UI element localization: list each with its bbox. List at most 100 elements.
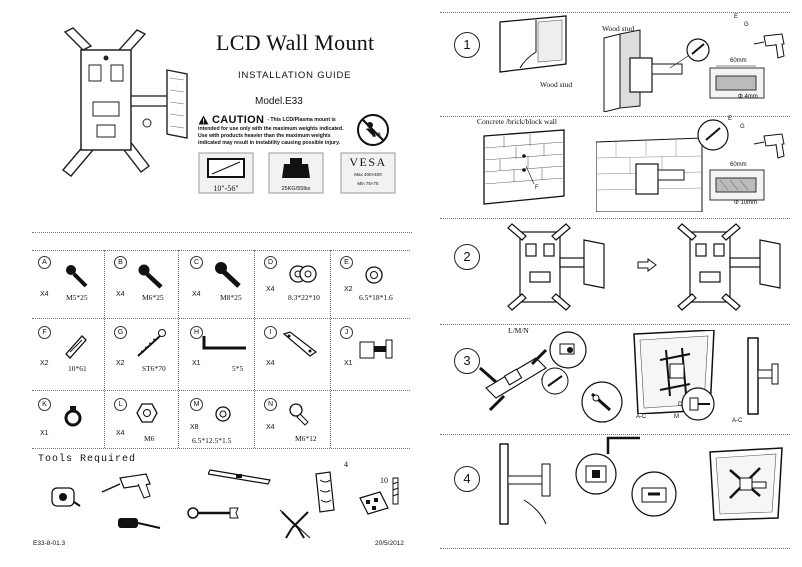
caution-heading: CAUTION bbox=[212, 114, 265, 126]
part-letter: J bbox=[340, 326, 353, 339]
tools-required-title: Tools Required bbox=[38, 454, 137, 465]
spec-screen-size: 10"-56" bbox=[196, 150, 256, 196]
mount-assembled-illustration bbox=[677, 223, 781, 311]
panel-border bbox=[440, 548, 790, 549]
panel-border bbox=[440, 12, 790, 13]
part-qty: X8 bbox=[190, 424, 199, 431]
wood-stud-label-2: Wood stud bbox=[602, 24, 635, 33]
part-letter: C bbox=[190, 256, 203, 269]
part-size: M6*12 bbox=[295, 434, 317, 443]
ring-icon bbox=[64, 406, 82, 427]
dimension-hole-diameter: Φ 4mm bbox=[738, 94, 758, 100]
part-size: ST6*70 bbox=[142, 364, 166, 373]
wall-mount-illustration bbox=[61, 27, 188, 177]
screwdriver-icon bbox=[118, 518, 161, 529]
hex-key-icon bbox=[202, 336, 246, 350]
hardware-label-g: G bbox=[740, 124, 745, 130]
part-qty: X4 bbox=[40, 291, 49, 298]
part-letter: G bbox=[114, 326, 127, 339]
part-qty: X4 bbox=[266, 360, 275, 367]
bracket-strip-icon bbox=[282, 331, 318, 357]
part-letter: M bbox=[190, 398, 203, 411]
divider-top bbox=[32, 232, 412, 233]
panel-border bbox=[440, 218, 790, 219]
part-qty: X4 bbox=[266, 286, 275, 293]
tool-label: 4 bbox=[344, 460, 348, 469]
part-qty: X1 bbox=[192, 360, 201, 367]
tv-hang-side-illustration bbox=[499, 443, 551, 525]
part-letter: E bbox=[340, 256, 353, 269]
vesa-box-bg bbox=[340, 152, 396, 194]
detail-zoom-circle bbox=[581, 381, 623, 423]
hardware-label-e: E bbox=[734, 14, 739, 20]
parts-grid-line bbox=[330, 250, 331, 448]
spec-weight: 25KG/55lbs bbox=[266, 150, 326, 196]
part-size: M6 bbox=[144, 434, 155, 443]
parts-grid-line bbox=[32, 390, 410, 391]
hardware-label-g: G bbox=[744, 22, 749, 28]
part-qty: X4 bbox=[266, 424, 275, 431]
detail-zoom-circle bbox=[631, 471, 677, 517]
panel-border bbox=[440, 116, 790, 117]
spec-vesa-max: Max 400×400 bbox=[354, 172, 382, 177]
part-letter: N bbox=[264, 398, 277, 411]
wrench-icon bbox=[187, 507, 239, 519]
drill-bit-small-icon bbox=[392, 477, 399, 505]
step-number: 2 bbox=[454, 244, 480, 270]
washer-icon bbox=[215, 406, 231, 422]
screw-icon bbox=[138, 264, 163, 289]
level-icon bbox=[208, 469, 271, 485]
part-size: 6.5*12.5*1.5 bbox=[192, 436, 232, 445]
model-number: Model.E33 bbox=[255, 96, 303, 107]
brick-wall-illustration bbox=[483, 129, 565, 205]
part-qty: X4 bbox=[192, 291, 201, 298]
child-warning-badge: 0-3 bbox=[356, 113, 390, 147]
arrow-right-icon bbox=[637, 258, 657, 272]
panel-border bbox=[440, 434, 790, 435]
stud-mount-illustration bbox=[603, 29, 710, 112]
wood-drill-bit-icon bbox=[315, 471, 335, 513]
vesa-plate-attach-illustration bbox=[479, 348, 558, 412]
parts-grid-line bbox=[32, 318, 410, 319]
tv-side-illustration bbox=[747, 337, 779, 415]
tape-measure-icon bbox=[51, 487, 81, 507]
masonry-drill-bit-icon bbox=[359, 491, 389, 515]
part-size: M5*25 bbox=[66, 293, 88, 302]
hardware-label-ac: A-C bbox=[636, 414, 647, 420]
bolt-icon bbox=[289, 403, 309, 426]
parts-grid-line bbox=[254, 250, 255, 448]
screw-icon bbox=[66, 265, 88, 288]
tv-mounted-illustration bbox=[709, 447, 783, 521]
detail-zoom-circle bbox=[681, 387, 715, 421]
caution-block: CAUTION - This LCD/Plasma mount is inten… bbox=[198, 114, 370, 147]
safety-lock-icon bbox=[359, 339, 393, 359]
pliers-icon bbox=[279, 509, 311, 539]
hardware-label-e: E bbox=[728, 116, 733, 122]
panel-border bbox=[440, 324, 790, 325]
part-size: 10*61 bbox=[68, 364, 87, 373]
child-warning-age: 0-3 bbox=[372, 133, 381, 139]
hardware-label-ac: A-C bbox=[732, 418, 743, 424]
hardware-label-m: M bbox=[674, 414, 679, 420]
hole-dimension-diagram bbox=[709, 169, 765, 201]
step-number: 1 bbox=[454, 32, 480, 58]
drill-icon bbox=[753, 133, 785, 159]
warning-triangle-icon bbox=[198, 115, 209, 125]
part-qty: X4 bbox=[116, 430, 125, 437]
part-letter: K bbox=[38, 398, 51, 411]
parts-grid-line bbox=[104, 250, 105, 448]
step-number: 3 bbox=[454, 348, 480, 374]
wood-stud-label: Wood stud bbox=[540, 80, 573, 89]
screw-icon bbox=[215, 262, 241, 288]
parts-grid-line bbox=[32, 448, 410, 449]
drill-icon bbox=[101, 473, 151, 499]
part-size: 8.3*22*10 bbox=[288, 293, 320, 302]
dimension-hole-diameter: Φ 10mm bbox=[734, 200, 758, 206]
caution-line-0: - This LCD/Plasma mount is bbox=[267, 117, 336, 123]
parts-grid-line bbox=[178, 250, 179, 448]
nut-icon bbox=[136, 403, 158, 423]
part-size: 6.5*18*1.6 bbox=[359, 293, 393, 302]
footer-document-code: E33-8-01.3 bbox=[33, 540, 66, 547]
step-number: 4 bbox=[454, 466, 480, 492]
detail-zoom-circle bbox=[697, 119, 729, 151]
